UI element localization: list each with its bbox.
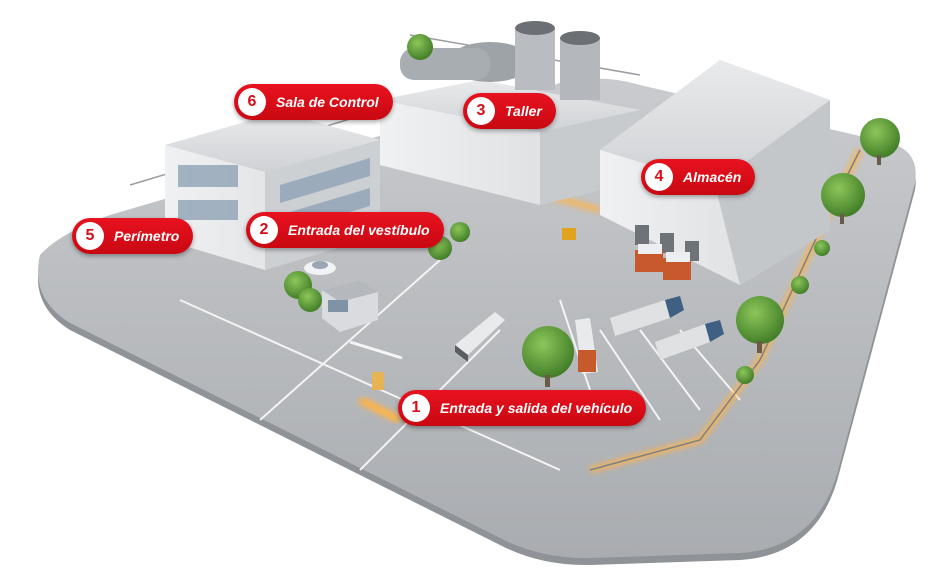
truck xyxy=(655,320,724,360)
car xyxy=(304,261,336,275)
guard-booth xyxy=(322,280,378,332)
storage-tanks xyxy=(400,21,600,100)
callout-control-room[interactable]: 6 Sala de Control xyxy=(234,84,393,120)
barrier-gate xyxy=(349,340,403,390)
truck xyxy=(635,244,691,280)
callout-label: Almacén xyxy=(683,169,742,185)
callout-number: 3 xyxy=(467,97,495,125)
warehouse-building xyxy=(600,60,830,285)
truck xyxy=(610,296,684,336)
trees xyxy=(284,34,900,387)
callout-label: Perímetro xyxy=(114,228,180,244)
truck xyxy=(455,312,505,362)
callout-number: 6 xyxy=(238,88,266,116)
callout-vehicle-entry-exit[interactable]: 1 Entrada y salida del vehículo xyxy=(398,390,647,426)
callout-lobby-entrance[interactable]: 2 Entrada del vestíbulo xyxy=(246,212,444,248)
callout-label: Sala de Control xyxy=(276,94,379,110)
callout-number: 5 xyxy=(76,222,104,250)
callout-label: Entrada del vestíbulo xyxy=(288,222,430,238)
callout-label: Entrada y salida del vehículo xyxy=(440,400,633,416)
truck xyxy=(575,318,598,374)
vehicles xyxy=(304,228,724,390)
callout-warehouse[interactable]: 4 Almacén xyxy=(641,159,756,195)
callout-label: Taller xyxy=(505,103,542,119)
office-building xyxy=(165,112,380,270)
callout-number: 2 xyxy=(250,216,278,244)
callout-workshop[interactable]: 3 Taller xyxy=(463,93,556,129)
callout-number: 4 xyxy=(645,163,673,191)
callout-number: 1 xyxy=(402,394,430,422)
callout-perimeter[interactable]: 5 Perímetro xyxy=(72,218,194,254)
forklift xyxy=(562,228,576,240)
